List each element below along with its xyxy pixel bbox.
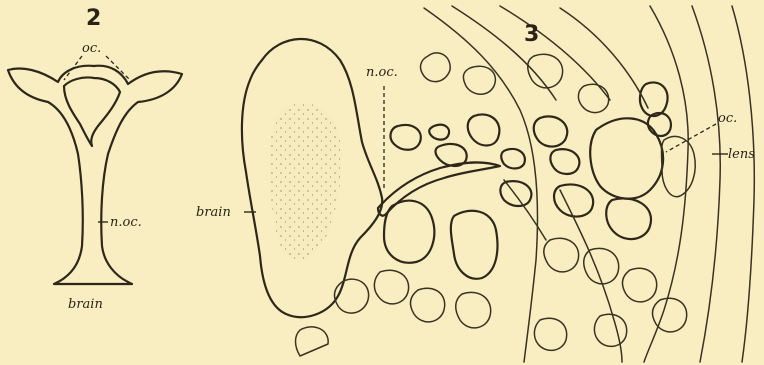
fig3-tissue-blob (648, 113, 671, 136)
fig3-tissue-blob (606, 198, 651, 239)
fig2-oc-leader-left (64, 56, 82, 80)
fig3-tissue-blob (451, 211, 498, 279)
figure-3-number: 3 (524, 24, 539, 46)
fig2-label-brain: brain (68, 298, 103, 311)
fig3-label-noc: n.oc. (366, 66, 398, 79)
fig3-tissue-blob (468, 114, 500, 145)
fig3-tissue-blob (550, 149, 579, 174)
fig3-tissue-blob (500, 181, 531, 206)
fig3-label-oc: oc. (718, 112, 737, 125)
figure-2-drawing (8, 56, 182, 284)
figure-3-drawing (242, 6, 754, 362)
fig2-label-noc: n.oc. (110, 216, 142, 229)
fig3-optic-nerve (378, 162, 500, 215)
fig3-tissue-blob (384, 201, 434, 263)
figure-2-number: 2 (86, 8, 101, 30)
fig2-label-oc: oc. (82, 42, 101, 55)
fig3-label-brain: brain (196, 206, 231, 219)
fig3-tissue-blob (501, 149, 525, 169)
fig3-tissue-blob (391, 125, 421, 150)
fig2-outer-outline (8, 66, 182, 284)
fig3-boundary-lines (424, 6, 754, 362)
fig3-tissue-blob (554, 184, 593, 216)
fig3-label-lens: lens (728, 148, 755, 161)
fig3-optic-cup (590, 118, 663, 198)
fig3-brain-core (270, 103, 342, 260)
fig3-tissue-blob (534, 116, 568, 146)
fig3-tissue-blob (429, 125, 449, 140)
